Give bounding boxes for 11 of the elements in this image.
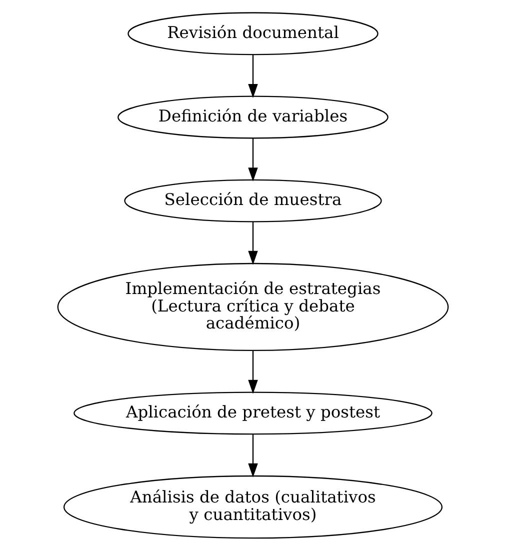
node-ellipse: Selección de muestra (124, 179, 382, 222)
node-ellipse: Definición de variables (117, 96, 388, 139)
node-ellipse: Aplicación de pretest y postest (73, 392, 432, 435)
arrow (248, 434, 258, 478)
node-ellipse: Análisis de datos (cualitativos y cuantitativos) (62, 475, 442, 539)
arrow (248, 54, 258, 98)
arrow (248, 138, 258, 182)
node-ellipse: Implementación de estrategias (Lectura crítica y debate académico) (56, 262, 448, 352)
arrow (248, 222, 258, 265)
arrow (248, 350, 258, 394)
node-ellipse: Revisión documental (127, 12, 378, 56)
